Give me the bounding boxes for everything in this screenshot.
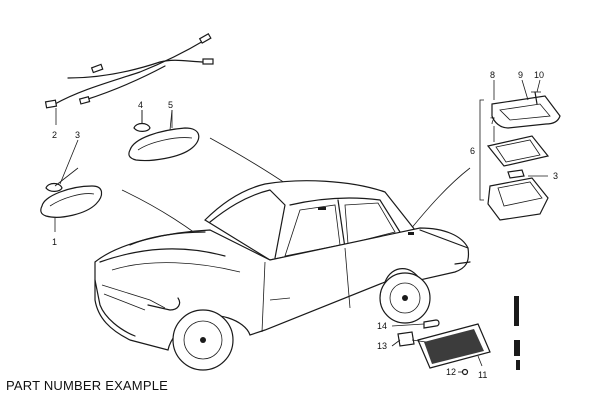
license-lamp-assembly bbox=[397, 319, 491, 376]
callout-2: 2 bbox=[52, 130, 57, 140]
callout-10: 10 bbox=[534, 70, 544, 80]
callout-8: 8 bbox=[490, 70, 495, 80]
callout-12: 12 bbox=[446, 367, 456, 377]
left-interior-lamp bbox=[40, 167, 103, 218]
caption: PART NUMBER EXAMPLE bbox=[6, 378, 169, 393]
callout-6: 6 bbox=[470, 146, 475, 156]
glovebox-lamp-assembly bbox=[479, 91, 561, 221]
callout-4: 4 bbox=[138, 100, 143, 110]
pointer-line-right bbox=[409, 167, 471, 231]
callout-5: 5 bbox=[168, 100, 173, 110]
upper-interior-lamp bbox=[128, 109, 200, 162]
callout-9: 9 bbox=[518, 70, 523, 80]
callout-3-right: 3 bbox=[553, 171, 558, 181]
callout-13: 13 bbox=[377, 341, 387, 351]
leader-lines bbox=[54, 79, 548, 373]
callout-1: 1 bbox=[52, 237, 57, 247]
edge-marks bbox=[514, 296, 520, 370]
wiring-harness bbox=[44, 32, 214, 109]
callout-14: 14 bbox=[377, 321, 387, 331]
callout-11: 11 bbox=[478, 370, 487, 380]
callout-7: 7 bbox=[490, 116, 495, 126]
car-illustration bbox=[94, 180, 471, 371]
callout-3-left: 3 bbox=[75, 130, 80, 140]
